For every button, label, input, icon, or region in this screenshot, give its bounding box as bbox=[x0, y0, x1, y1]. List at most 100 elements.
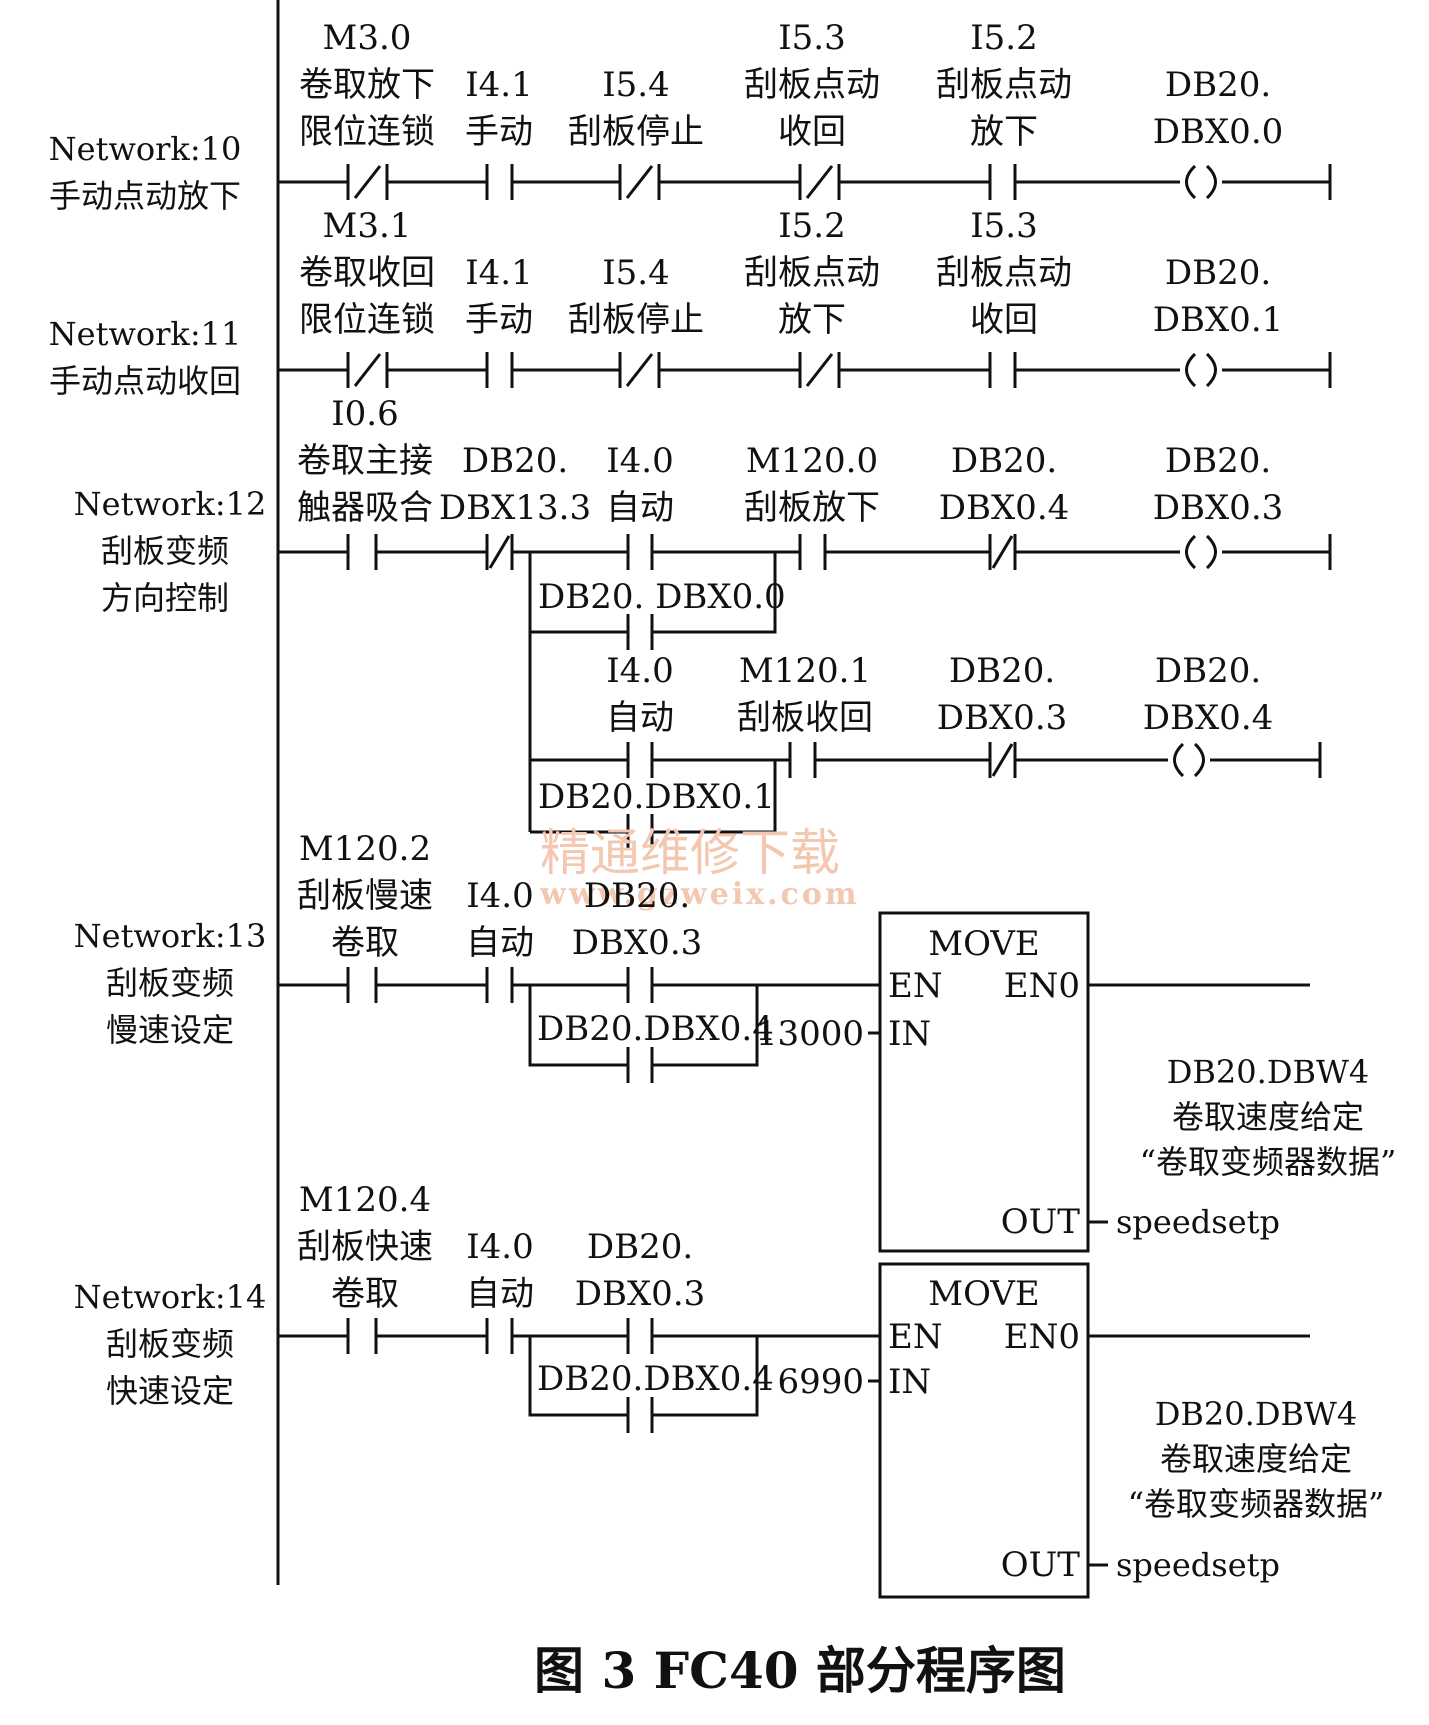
coil-label: DBX0.3 bbox=[1153, 488, 1284, 528]
rung-11 bbox=[278, 352, 1332, 388]
contact-name: DBX0.4 bbox=[939, 488, 1070, 528]
rung-12-branch bbox=[530, 742, 1322, 778]
contact-name: 自动 bbox=[606, 698, 674, 738]
contact-address: M120.2 bbox=[299, 829, 431, 869]
contact-name: 刮板停止 bbox=[568, 300, 704, 340]
contact-i4-0-no bbox=[626, 742, 654, 778]
contact-address: I4.0 bbox=[606, 441, 674, 481]
contact-address: I4.1 bbox=[465, 65, 533, 105]
out-operand: DB20.DBW4 bbox=[1167, 1053, 1369, 1091]
contact-name: 刮板点动 bbox=[936, 65, 1072, 105]
figure-caption: 图 3 FC40 部分程序图 bbox=[534, 1641, 1066, 1700]
network-10-desc: 手动点动放下 bbox=[49, 177, 241, 215]
coil-label: DB20. bbox=[1165, 441, 1271, 481]
contact-m3-0-nc bbox=[346, 164, 389, 200]
contact-address: I5.4 bbox=[602, 253, 670, 293]
contact-address: I4.0 bbox=[466, 1227, 534, 1267]
contact-name: 自动 bbox=[606, 488, 674, 528]
contact-name: 自动 bbox=[466, 1274, 534, 1314]
parallel-branch-dbx0-4 bbox=[528, 985, 759, 1067]
out-operand: DB20.DBW4 bbox=[1155, 1395, 1357, 1433]
move-in-value: 6990 bbox=[777, 1362, 864, 1402]
coil-label: DBX0.1 bbox=[1153, 300, 1284, 340]
contact-address: M120.4 bbox=[299, 1180, 431, 1220]
out-operand: 卷取速度给定 bbox=[1172, 1098, 1364, 1136]
contact-name: 卷取放下 bbox=[299, 65, 435, 105]
contact-address: I5.4 bbox=[602, 65, 670, 105]
move-block bbox=[878, 911, 1090, 1253]
contact-i5-2-no bbox=[988, 164, 1017, 200]
contact-address: M120.1 bbox=[739, 651, 871, 691]
network-13: Network:13 刮板变频 慢速设定 M120.2 刮板慢速 卷取 I4.0… bbox=[74, 829, 1397, 1253]
contact-address: I5.3 bbox=[778, 18, 846, 58]
contact-address: DB20. bbox=[462, 441, 568, 481]
coil-label: DB20. bbox=[1155, 651, 1261, 691]
contact-i5-3-nc bbox=[798, 164, 841, 200]
out-variable: speedsetp bbox=[1116, 1203, 1280, 1241]
move-in-label: IN bbox=[888, 1014, 931, 1054]
parallel-contact-label: DB20.DBX0.1 bbox=[538, 777, 775, 817]
contact-name: 卷取收回 bbox=[299, 253, 435, 293]
network-11-id: Network:11 bbox=[49, 315, 242, 353]
out-operand: “卷取变频器数据” bbox=[1140, 1143, 1397, 1181]
contact-name: 卷取 bbox=[331, 1274, 399, 1314]
contact-address: I4.0 bbox=[466, 876, 534, 916]
contact-address: I4.1 bbox=[465, 253, 533, 293]
contact-dbx0-3-no bbox=[626, 1318, 654, 1354]
watermark: 精通维修下载 bbox=[540, 824, 840, 882]
contact-name: 限位连锁 bbox=[299, 112, 435, 152]
contact-name: 收回 bbox=[970, 300, 1038, 340]
rung-10 bbox=[278, 164, 1332, 200]
contact-address: I5.2 bbox=[778, 206, 846, 246]
parallel-contact-label: DB20. DBX0.0 bbox=[538, 577, 786, 617]
contact-i5-3-no bbox=[988, 352, 1017, 388]
network-14: Network:14 刮板变频 快速设定 M120.4 刮板快速 卷取 I4.0… bbox=[74, 1180, 1384, 1599]
coil-db20-dbx0-3 bbox=[1185, 534, 1217, 570]
parallel-branch-dbx0-1 bbox=[530, 760, 777, 834]
contact-address: M3.1 bbox=[323, 206, 412, 246]
contact-name: 手动 bbox=[465, 300, 533, 340]
contact-address: I0.6 bbox=[331, 394, 399, 434]
contact-i5-4-nc bbox=[618, 164, 661, 200]
contact-name: 刮板点动 bbox=[744, 65, 880, 105]
out-variable: speedsetp bbox=[1116, 1546, 1280, 1584]
parallel-contact-label: DB20.DBX0.4 bbox=[537, 1359, 774, 1399]
contact-dbx0-3-no bbox=[626, 967, 654, 1003]
contact-m120-1-no bbox=[788, 742, 817, 778]
parallel-branch-dbx0-0 bbox=[528, 552, 777, 832]
contact-name: DBX0.3 bbox=[937, 698, 1068, 738]
network-14-id: Network:14 bbox=[74, 1278, 267, 1316]
coil-db20-dbx0-4 bbox=[1173, 742, 1205, 778]
coil-label: DBX0.0 bbox=[1153, 112, 1284, 152]
contact-i4-1-no bbox=[485, 352, 514, 388]
contact-address: DB20. bbox=[949, 651, 1055, 691]
coil-db20-dbx0-0 bbox=[1185, 164, 1217, 200]
network-12-desc: 方向控制 bbox=[101, 579, 229, 617]
contact-name: DBX0.3 bbox=[575, 1274, 706, 1314]
move-block-title: MOVE bbox=[928, 924, 1039, 964]
contact-i4-0-no bbox=[626, 534, 654, 570]
contact-m120-2-no bbox=[346, 967, 378, 1003]
contact-name: 刮板点动 bbox=[936, 253, 1072, 293]
contact-name: 手动 bbox=[465, 112, 533, 152]
network-11-desc: 手动点动收回 bbox=[49, 362, 241, 400]
contact-i5-2-nc bbox=[798, 352, 841, 388]
contact-name: 卷取主接 bbox=[297, 441, 433, 481]
coil-db20-dbx0-1 bbox=[1185, 352, 1217, 388]
network-10: Network:10 手动点动放下 M3.0 卷取放下 限位连锁 I4.1 手动… bbox=[49, 18, 1332, 215]
move-eno-label: EN0 bbox=[1004, 966, 1080, 1006]
move-in-value: 13000 bbox=[756, 1014, 864, 1054]
parallel-contact-label: DB20.DBX0.4 bbox=[537, 1009, 774, 1049]
contact-i5-4-nc bbox=[618, 352, 661, 388]
contact-name: 刮板收回 bbox=[737, 698, 873, 738]
contact-dbx13-3-nc bbox=[485, 534, 514, 570]
contact-address: I5.3 bbox=[970, 206, 1038, 246]
contact-name: 收回 bbox=[778, 112, 846, 152]
contact-name: DBX13.3 bbox=[439, 488, 591, 528]
move-block-title: MOVE bbox=[928, 1274, 1039, 1314]
move-eno-label: EN0 bbox=[1004, 1317, 1080, 1357]
out-operand: 卷取速度给定 bbox=[1160, 1440, 1352, 1478]
parallel-branch-dbx0-4 bbox=[528, 1336, 759, 1417]
coil-label: DBX0.4 bbox=[1143, 698, 1274, 738]
